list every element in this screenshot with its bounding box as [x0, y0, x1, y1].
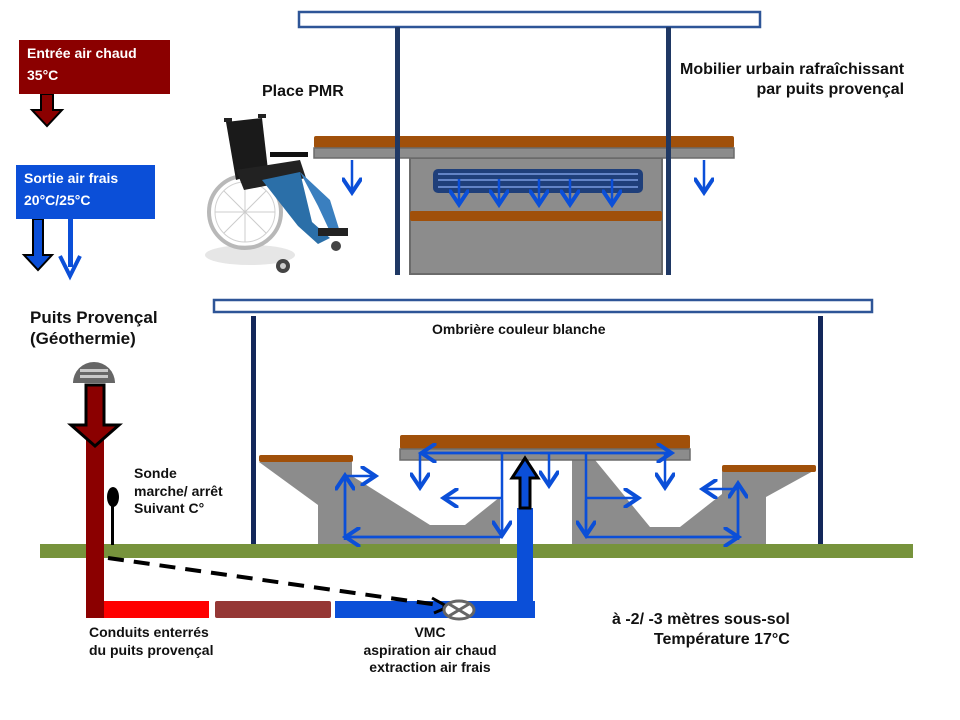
wheelchair-icon — [205, 114, 348, 273]
vmc-label-line2: aspiration air chaud — [363, 641, 497, 658]
hot-air-legend-arrow — [29, 93, 65, 128]
diffuser-airflow-arrows — [352, 160, 704, 202]
cold-air-outlet-legend: Sortie air frais 20°C/25°C — [16, 165, 155, 219]
lower-shade-roof — [212, 298, 874, 314]
cold-air-legend-arrow-bold — [21, 218, 55, 272]
vent-cap-slat — [80, 369, 108, 372]
diagram-title-line2: par puits provençal — [756, 81, 905, 98]
upper-table-under — [313, 147, 735, 159]
hot-air-inlet-legend: Entrée air chaud 35°C — [19, 40, 170, 94]
place-pmr-label: Place PMR — [262, 83, 344, 100]
sonde-label: Sonde marche/ arrêt Suivant C° — [134, 465, 223, 518]
conduits-label: Conduits enterrés du puits provençal — [89, 624, 213, 659]
lower-shade-post-left — [251, 316, 256, 550]
upper-table-top — [314, 136, 734, 148]
vent-cap-icon — [73, 362, 115, 383]
sonde-label-line1: Sonde — [134, 465, 177, 481]
puits-label-line2: (Géothermie) — [30, 329, 136, 349]
vmc-label-line1: VMC — [414, 624, 446, 640]
depth-label-line1: à -2/ -3 mètres sous-sol — [612, 611, 790, 628]
depth-label-line2: Température 17°C — [653, 631, 790, 648]
conduits-label-line1: Conduits enterrés — [89, 624, 209, 640]
intake-down-arrow — [67, 383, 123, 448]
depth-temperature-label: à -2/ -3 mètres sous-sol Température 17°… — [612, 610, 790, 650]
upper-post-overlay-right — [666, 136, 671, 275]
diagram-title-line1: Mobilier urbain rafraîchissant — [680, 61, 905, 78]
cold-air-legend-arrow-thin — [58, 219, 82, 281]
vmc-label: VMC aspiration air chaud extraction air … — [335, 624, 525, 677]
sensor-probe-icon — [107, 487, 119, 545]
sonde-label-line2: marche/ arrêt — [134, 482, 223, 499]
hot-air-legend-title: Entrée air chaud — [27, 45, 137, 61]
hot-air-legend-temp: 35°C — [27, 67, 59, 83]
cold-air-riser-pipe — [517, 508, 533, 618]
lower-shade-post-right — [818, 316, 823, 550]
buried-duct-red — [104, 601, 209, 618]
buried-duct-brown — [215, 601, 331, 618]
table-airflow-arrows — [345, 453, 738, 540]
upper-bench-seat — [410, 211, 662, 221]
sonde-label-line3: Suivant C° — [134, 500, 205, 516]
vmc-label-line3: extraction air frais — [369, 659, 491, 675]
lower-table-under — [399, 448, 691, 461]
buried-duct-blue — [335, 601, 535, 618]
left-bench — [259, 455, 500, 545]
vent-cap-slat — [80, 375, 108, 378]
ombriere-label: Ombrière couleur blanche — [432, 321, 606, 337]
sensor-control-link — [107, 556, 447, 608]
lower-table-top — [400, 435, 690, 449]
riser-up-arrow — [509, 455, 541, 510]
fan-valve-icon — [442, 599, 476, 621]
cold-air-legend-title: Sortie air frais — [24, 170, 119, 186]
puits-provencal-label: Puits Provençal (Géothermie) — [30, 307, 158, 350]
diagram-title: Mobilier urbain rafraîchissant par puits… — [680, 60, 904, 100]
ground-surface — [40, 544, 913, 558]
upper-post-overlay-left — [395, 136, 400, 275]
conduits-label-line2: du puits provençal — [89, 641, 214, 658]
puits-label-line1: Puits Provençal — [30, 308, 158, 327]
right-bench — [572, 460, 816, 545]
cold-air-legend-temp: 20°C/25°C — [24, 192, 91, 208]
upper-canopy-roof — [297, 10, 762, 29]
